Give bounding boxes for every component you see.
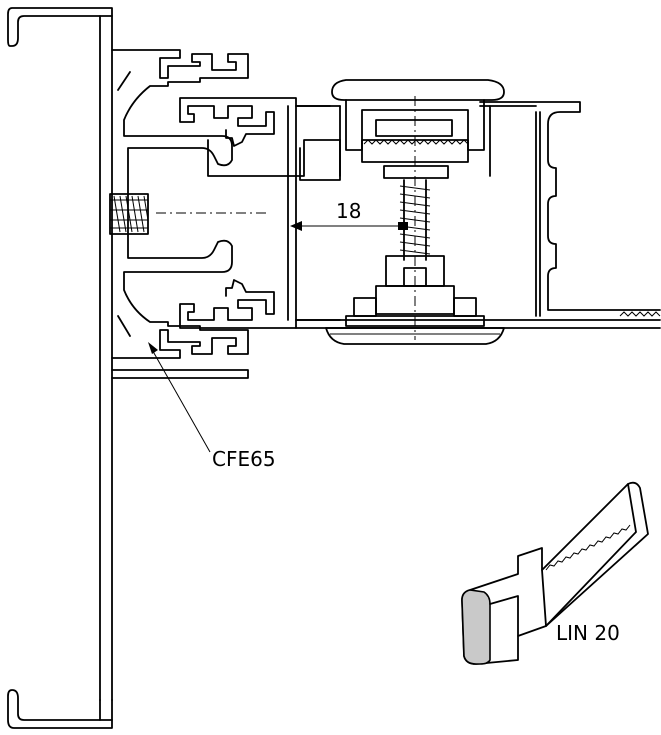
fixing-screw [109,193,149,235]
lin20-clip: LIN 20 [461,481,649,665]
cfe65-profile [109,49,268,379]
cfe65-leader: CFE65 [148,342,276,471]
lin20-label: LIN 20 [556,621,620,645]
glazing-profile [179,97,661,329]
dimension-label: 18 [336,199,361,223]
dimension-18: 18 [290,199,404,231]
cfe65-label: CFE65 [212,447,276,471]
handle-cap [331,79,505,179]
wall-channel [7,7,113,729]
